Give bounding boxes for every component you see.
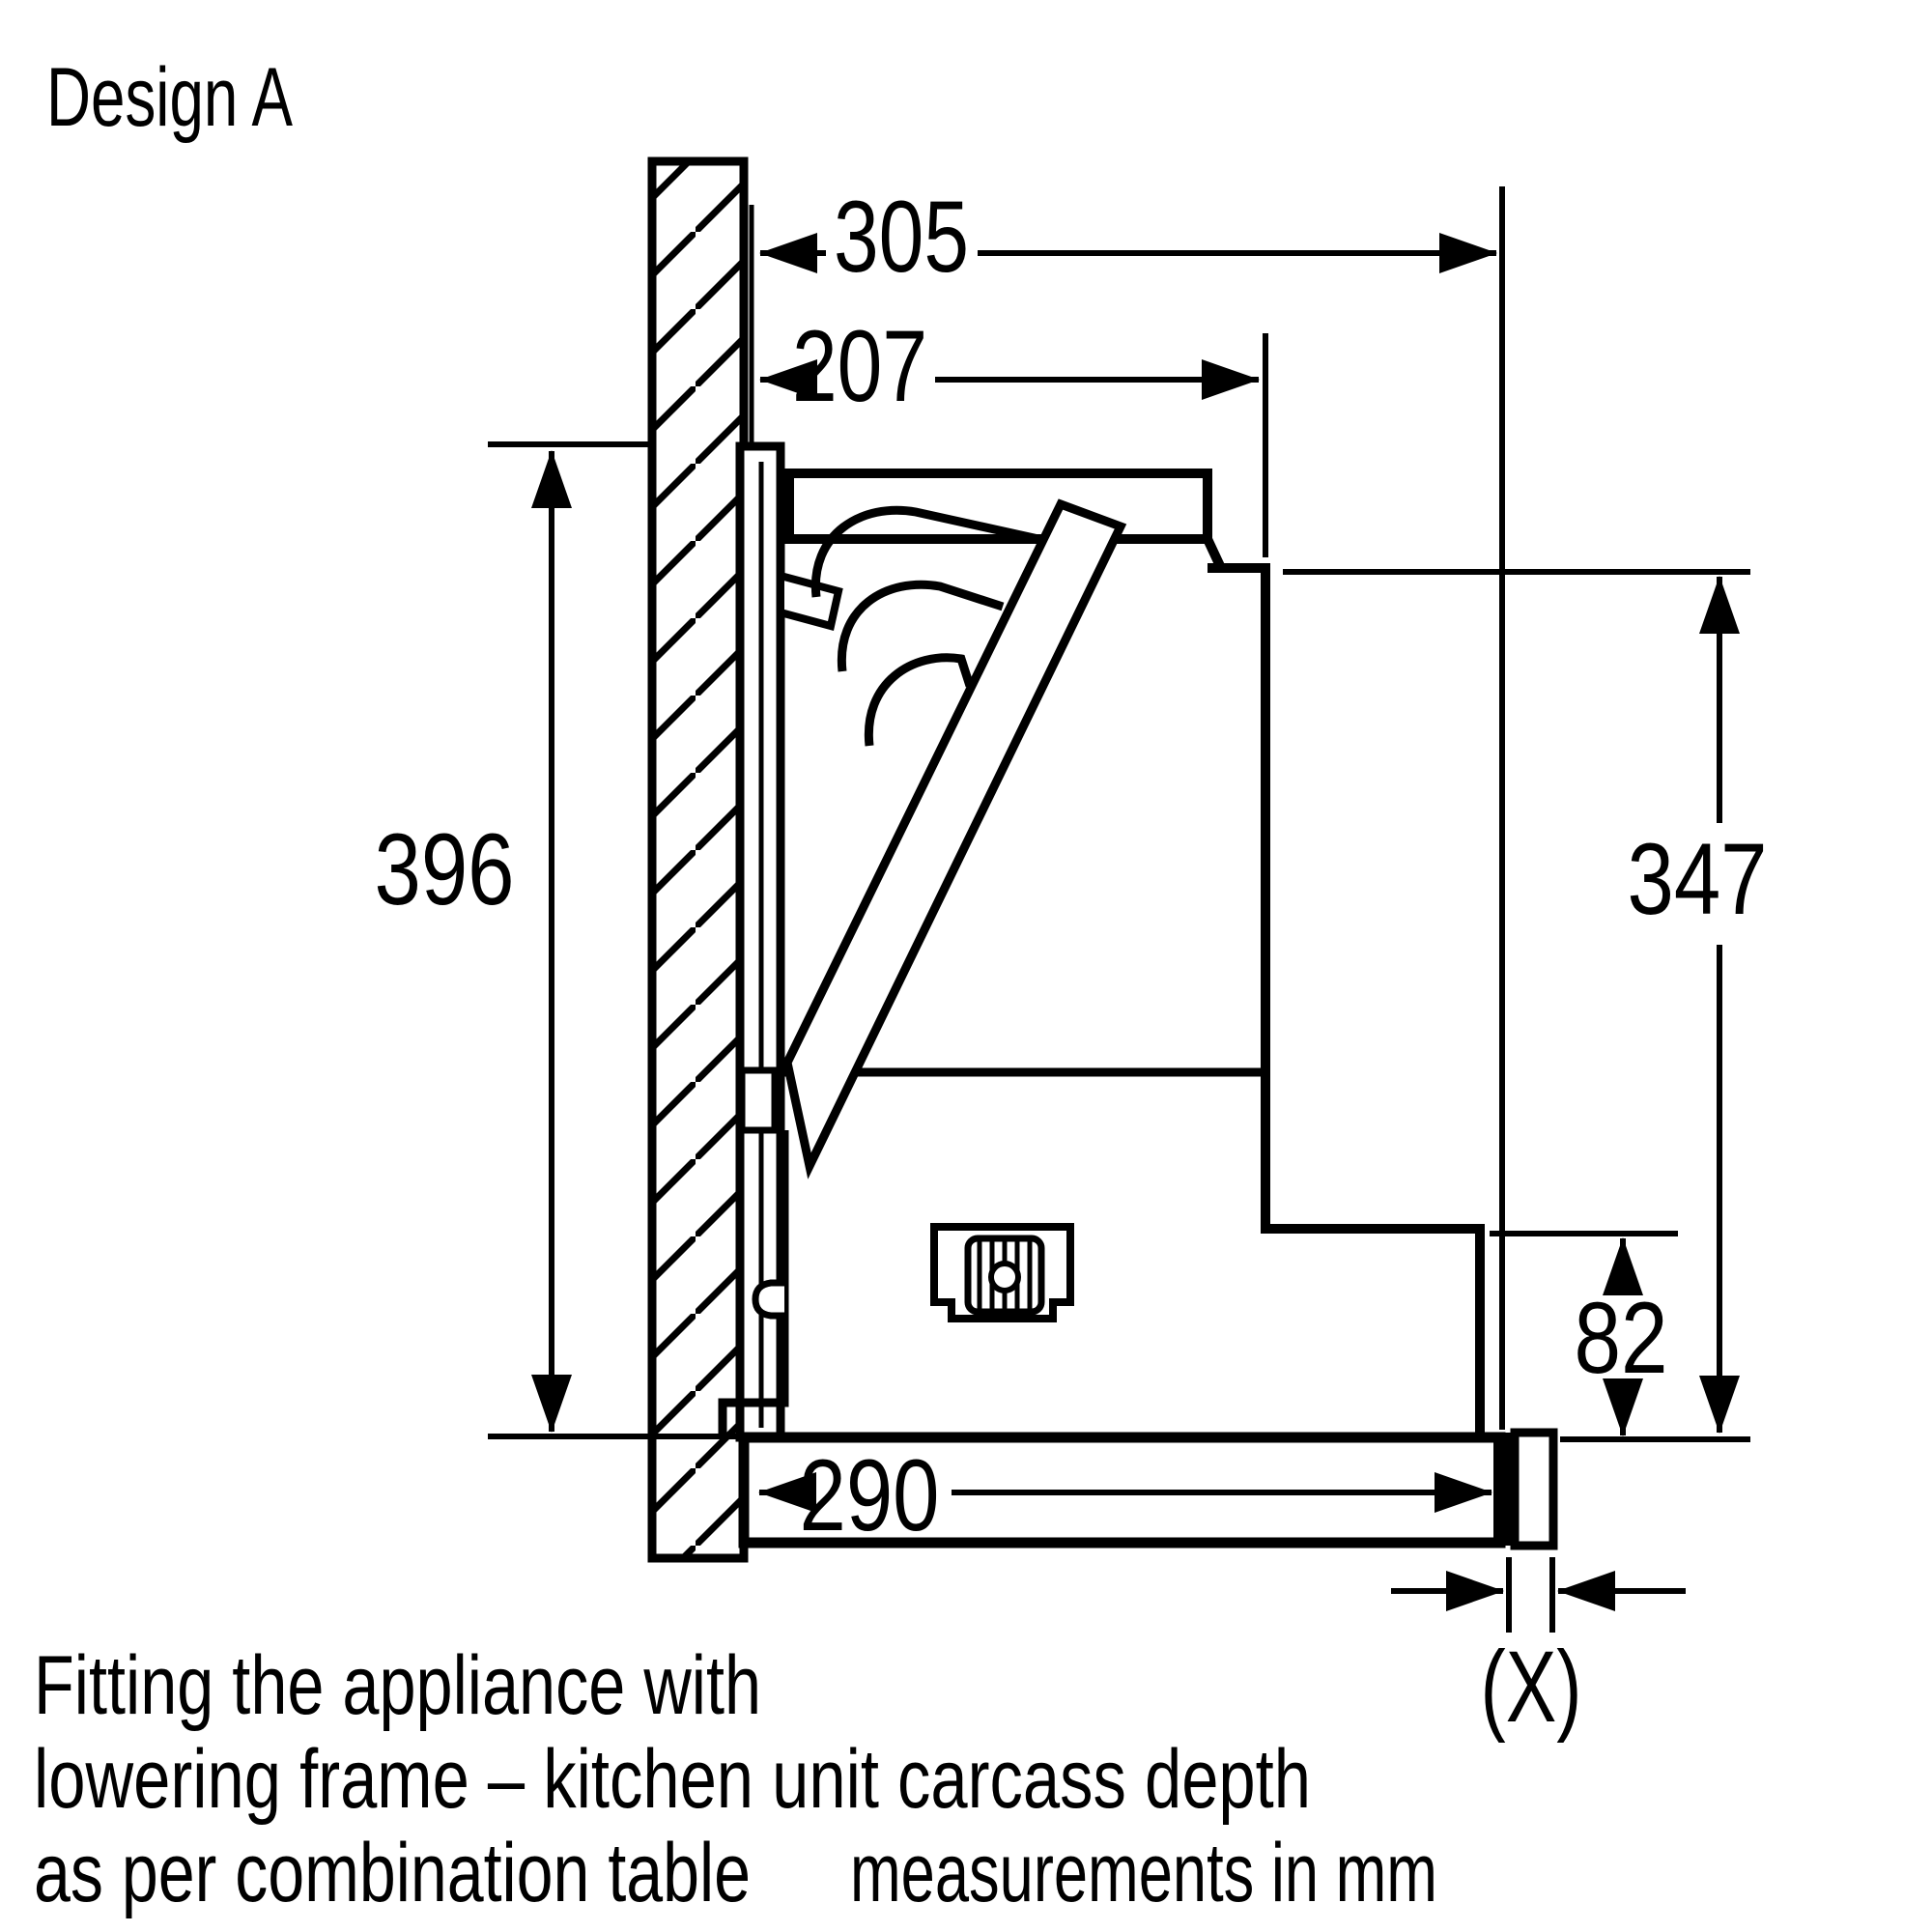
frame-bracket xyxy=(777,570,843,631)
fascia-panel xyxy=(782,498,1127,1179)
diagram-title: Design A xyxy=(46,51,293,144)
dim-82-label: 82 xyxy=(1575,1282,1668,1395)
plate-end-cap xyxy=(1510,1428,1558,1550)
dim-207-label: 207 xyxy=(792,310,927,423)
appliance-body-outline xyxy=(1208,563,1485,1437)
dim-305-label: 305 xyxy=(834,181,969,294)
body-front-lower-edge xyxy=(718,1130,789,1436)
caption-line-2: lowering frame – kitchen unit carcass de… xyxy=(34,1733,1311,1826)
dim-396-label: 396 xyxy=(375,813,515,926)
frame-step-bracket xyxy=(738,1066,779,1134)
front-hook-detail xyxy=(752,1279,784,1320)
roller-axle-icon xyxy=(988,1261,1021,1293)
caption-measurements-note: measurements in mm xyxy=(850,1827,1437,1919)
damper-vane-2 xyxy=(837,580,1005,672)
caption-line-1: Fitting the appliance with xyxy=(34,1639,761,1732)
plate-end-bar xyxy=(1493,1433,1515,1546)
dim-347-label: 347 xyxy=(1628,823,1768,936)
dim-gap-label: (X) xyxy=(1481,1631,1582,1744)
wall-section xyxy=(647,156,749,1563)
damper-vane-3 xyxy=(864,653,975,747)
damper-vane-1 xyxy=(810,505,1039,598)
caption-line-3: as per combination table xyxy=(34,1827,751,1919)
dim-290-label: 290 xyxy=(800,1439,940,1552)
